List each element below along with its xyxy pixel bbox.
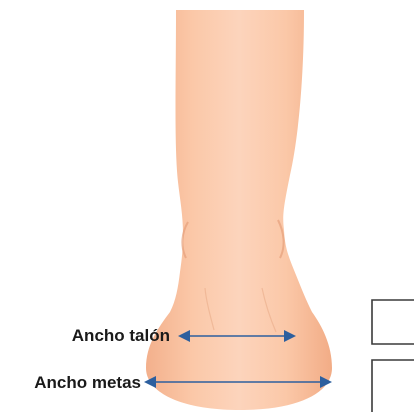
forefoot-width-label: Ancho metas: [34, 373, 141, 392]
heel-width-value-box[interactable]: [372, 300, 414, 344]
heel-width-label: Ancho talón: [72, 326, 170, 345]
forefoot-width-value-box[interactable]: [372, 360, 414, 412]
leg-foot-illustration: [146, 10, 332, 410]
